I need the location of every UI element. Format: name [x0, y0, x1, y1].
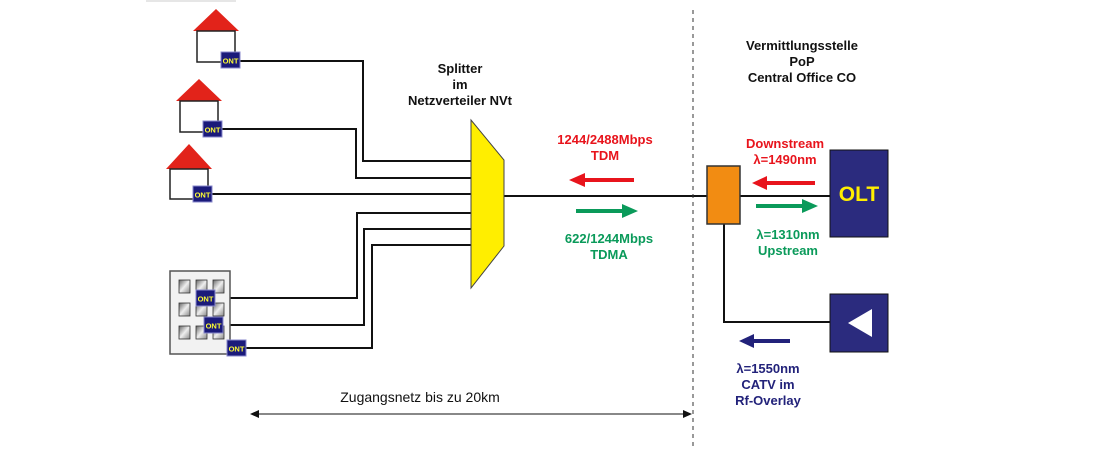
splitter-shape [470, 118, 505, 290]
downstream-rate: 1244/2488Mbps [557, 132, 652, 147]
splitter-label-line-1: Splitter [438, 61, 483, 76]
downstream-arrow-left [569, 173, 634, 187]
central-office-line-2: PoP [789, 54, 815, 69]
access-network-span [250, 410, 692, 418]
fiber-building-2 [223, 228, 471, 326]
olt-downstream-label: Downstream λ=1490nm [746, 136, 824, 167]
upstream-arrow-right [576, 204, 638, 218]
ont-house-3: ONT [192, 185, 213, 203]
upstream-mode: TDMA [590, 247, 628, 262]
fiber-catv [723, 224, 830, 323]
fiber-house-2 [213, 128, 471, 179]
access-network-label: Zugangsnetz bis zu 20km [340, 389, 500, 405]
downstream-link-label: 1244/2488Mbps TDM [557, 132, 652, 163]
catv-label: λ=1550nm CATV im Rf-Overlay [735, 361, 802, 408]
splitter-label-line-2: im [452, 77, 467, 92]
downstream-mode: TDM [591, 148, 619, 163]
olt-upstream-arrow [756, 199, 818, 213]
upstream-link-label: 622/1244Mbps TDMA [565, 231, 653, 262]
olt-label: OLT [839, 183, 880, 206]
ont-label: ONT [198, 295, 214, 304]
olt-box [829, 149, 889, 238]
olt-downstream-text: Downstream [746, 136, 824, 151]
wdm-coupler-box [706, 165, 741, 225]
splitter-label: Splitter im Netzverteiler NVt [408, 61, 513, 108]
apartment-building [169, 270, 231, 355]
central-office-label: Vermittlungsstelle PoP Central Office CO [746, 38, 858, 85]
ont-label: ONT [195, 191, 211, 200]
ont-house-2: ONT [202, 120, 223, 138]
fiber-lines [205, 60, 830, 349]
fiber-house-1 [230, 60, 471, 162]
fiber-building-1 [211, 212, 471, 299]
upstream-rate: 622/1244Mbps [565, 231, 653, 246]
ont-label: ONT [206, 322, 222, 331]
catv-arrow [739, 334, 790, 348]
splitter-label-line-3: Netzverteiler NVt [408, 93, 513, 108]
ont-building-3: ONT [226, 339, 247, 357]
catv-triangle-icon [848, 309, 872, 337]
ont-house-1: ONT [220, 51, 241, 69]
catv-line-2: CATV im [741, 377, 794, 392]
ont-building-2: ONT [203, 316, 224, 334]
olt-downstream-arrow [752, 176, 815, 190]
olt-upstream-label: λ=1310nm Upstream [756, 227, 819, 258]
olt-upstream-lambda: λ=1310nm [756, 227, 819, 242]
catv-line-3: Rf-Overlay [735, 393, 802, 408]
catv-lambda: λ=1550nm [736, 361, 799, 376]
central-office-line-1: Vermittlungsstelle [746, 38, 858, 53]
ont-label: ONT [229, 345, 245, 354]
ont-building-1: ONT [195, 289, 216, 307]
central-office-line-3: Central Office CO [748, 70, 856, 85]
ont-label: ONT [223, 57, 239, 66]
house-2 [176, 79, 222, 133]
fiber-building-3 [246, 244, 471, 349]
ont-label: ONT [205, 126, 221, 135]
olt-downstream-lambda: λ=1490nm [753, 152, 816, 167]
olt-upstream-text: Upstream [758, 243, 818, 258]
